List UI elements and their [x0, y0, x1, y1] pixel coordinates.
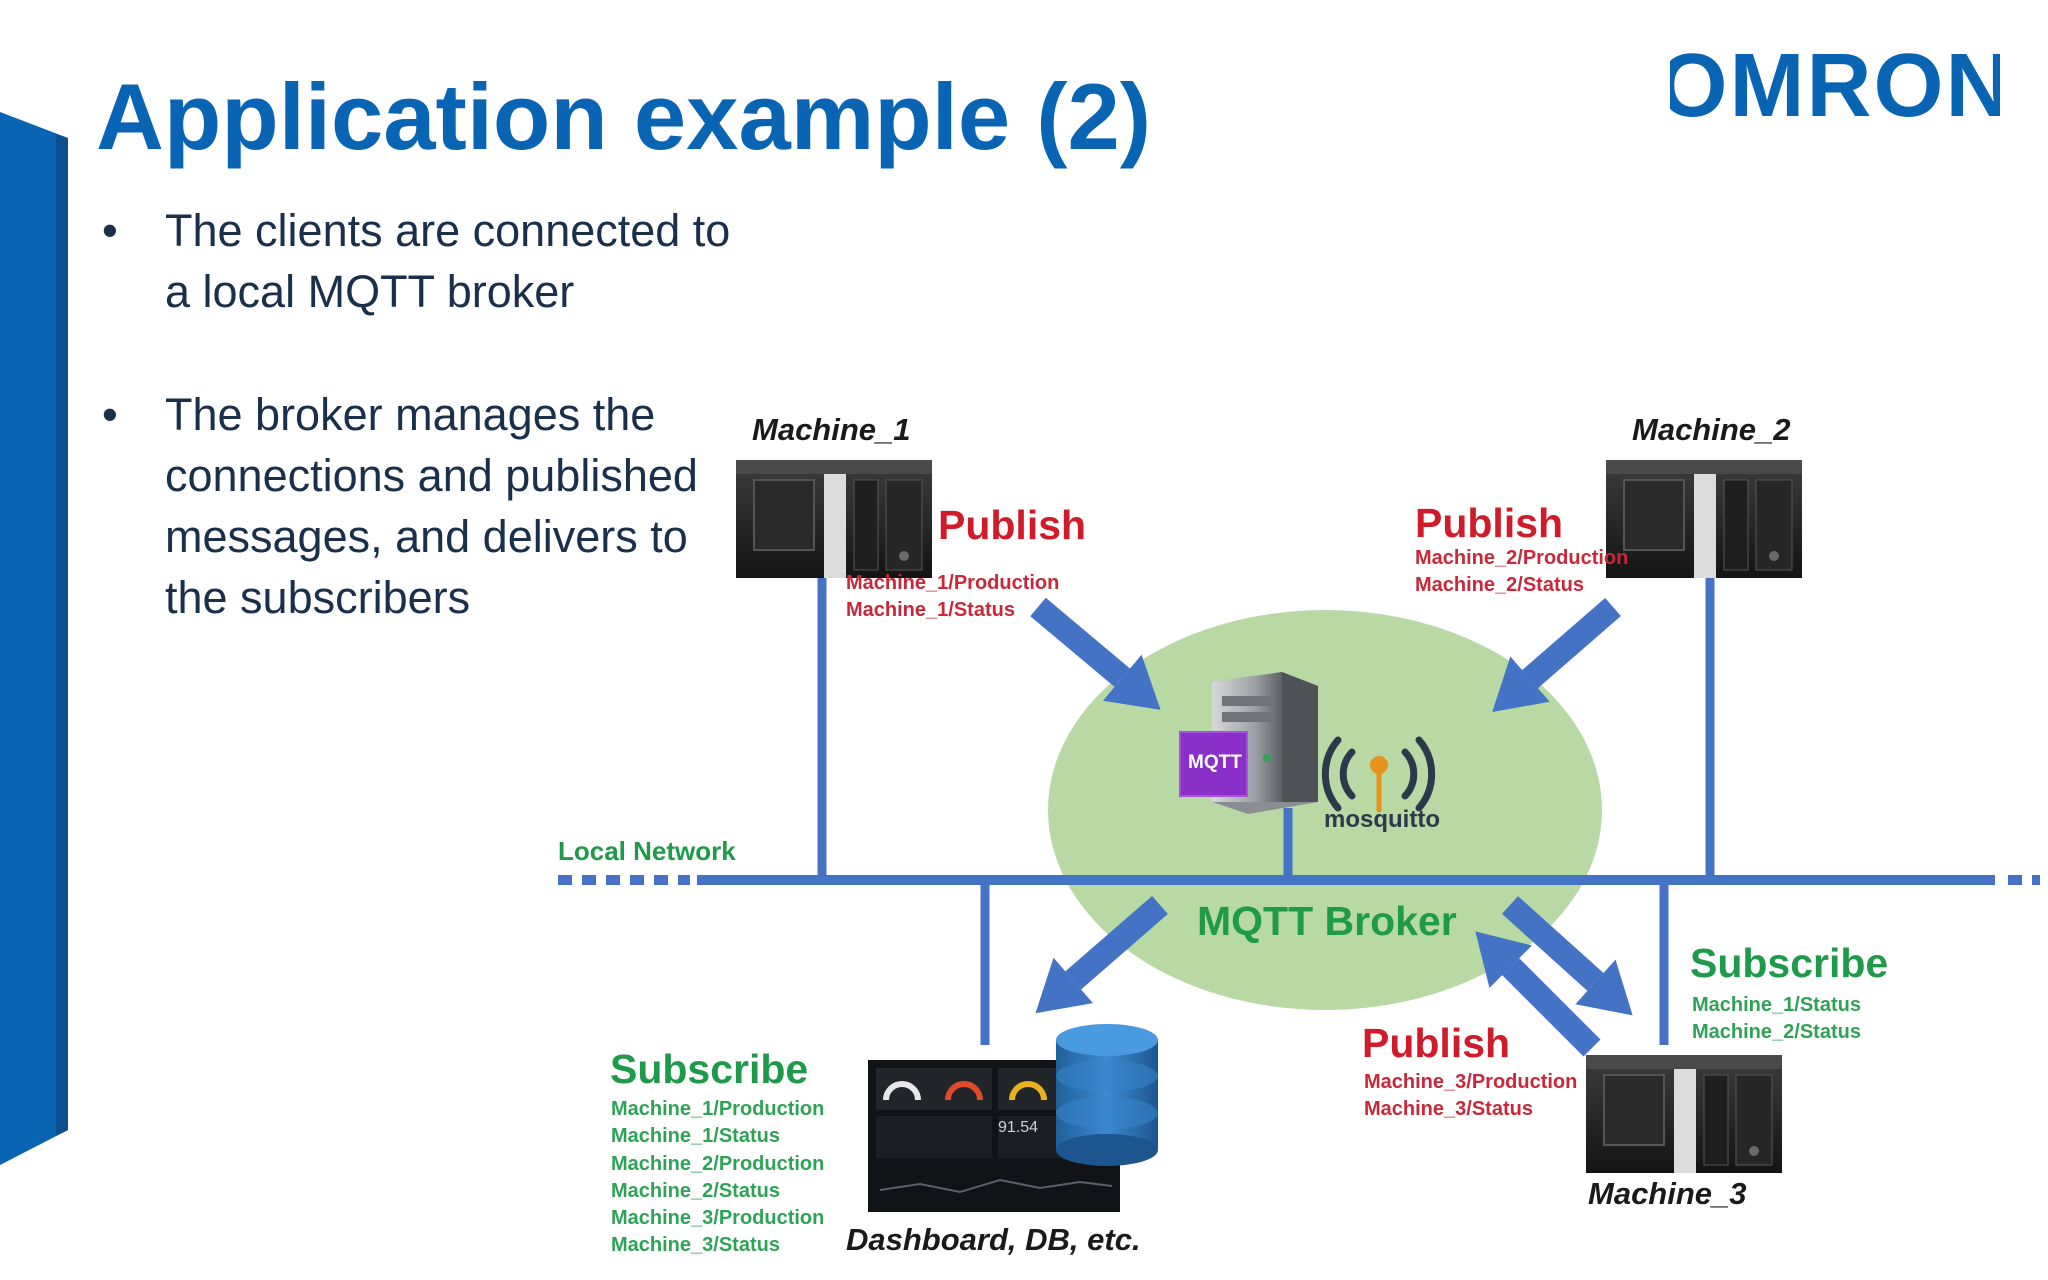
dashboard-label: Dashboard, DB, etc.	[846, 1222, 1141, 1257]
local-network-line	[558, 568, 2040, 1045]
topic-item: Machine_3/Status	[1364, 1098, 1533, 1120]
subscribe-label-dashboard: Subscribe	[610, 1046, 809, 1092]
plc-machine-3-icon	[1586, 1055, 1782, 1173]
database-icon	[1056, 1024, 1158, 1166]
page-title: Application example (2)	[96, 64, 1152, 169]
topic-item: Machine_3/Status	[611, 1234, 780, 1257]
topic-item: Machine_1/Status	[846, 599, 1015, 621]
machine-2-label: Machine_2	[1632, 412, 1791, 447]
publish-label-machine-3: Publish	[1362, 1020, 1511, 1066]
left-accent-bar	[0, 112, 68, 1165]
mqtt-badge-icon	[1179, 731, 1248, 797]
subscribe-topics-dashboard: Machine_1/Production Machine_1/Status Ma…	[611, 1096, 824, 1260]
bullet-text-1: The clients are connected to a local MQT…	[165, 205, 731, 317]
omron-logo-text: OMRON	[1670, 40, 2000, 130]
plc-machine-1-icon	[736, 460, 932, 578]
topic-item: Machine_1/Production	[611, 1098, 825, 1120]
topic-item: Machine_3/Production	[1364, 1071, 1578, 1093]
topic-item: Machine_1/Status	[1692, 994, 1861, 1016]
machine-3-label: Machine_3	[1588, 1176, 1747, 1211]
bullet-text-2: The broker manages the connections and p…	[165, 389, 698, 623]
publish-topics-machine-2: Machine_2/Production Machine_2/Status	[1415, 545, 1628, 599]
plc-machine-2-icon	[1606, 460, 1802, 578]
subscribe-label-machine-3: Subscribe	[1690, 940, 1889, 986]
topic-item: Machine_1/Status	[611, 1125, 780, 1148]
topic-item: Machine_2/Status	[1415, 574, 1584, 596]
publish-arrow-machine-3	[1475, 931, 1601, 1057]
mosquitto-label: mosquitto	[1324, 806, 1440, 833]
publish-label-machine-1: Publish	[938, 502, 1087, 548]
topic-item: Machine_1/Production	[846, 572, 1060, 594]
dashboard-value: 91.54	[998, 1119, 1039, 1136]
topic-item: Machine_3/Production	[611, 1207, 825, 1230]
omron-logo: OMRON	[1670, 40, 2000, 130]
publish-topics-machine-3: Machine_3/Production Machine_3/Status	[1364, 1069, 1577, 1123]
publish-arrow-machine-2	[1492, 597, 1621, 712]
subscribe-arrow-machine-3	[1501, 896, 1633, 1016]
mqtt-badge-label: MQTT	[1188, 752, 1242, 773]
publish-arrow-machine-1	[1030, 597, 1161, 710]
mosquitto-icon	[1321, 736, 1436, 813]
broker-label: MQTT Broker	[1197, 898, 1457, 944]
subscribe-topics-machine-3: Machine_1/Status Machine_2/Status	[1692, 992, 1861, 1047]
topic-item: Machine_2/Production	[1415, 547, 1629, 569]
subscribe-arrow-dashboard	[1035, 895, 1168, 1014]
topic-item: Machine_2/Status	[1692, 1021, 1861, 1044]
machine-1-label: Machine_1	[752, 412, 911, 447]
topic-item: Machine_2/Status	[611, 1179, 780, 1202]
topic-item: Machine_2/Production	[611, 1152, 825, 1175]
network-label: Local Network	[558, 836, 736, 866]
publish-topics-machine-1: Machine_1/Production Machine_1/Status	[846, 570, 1059, 624]
publish-label-machine-2: Publish	[1415, 500, 1564, 546]
broker-ellipse	[1048, 610, 1602, 1010]
